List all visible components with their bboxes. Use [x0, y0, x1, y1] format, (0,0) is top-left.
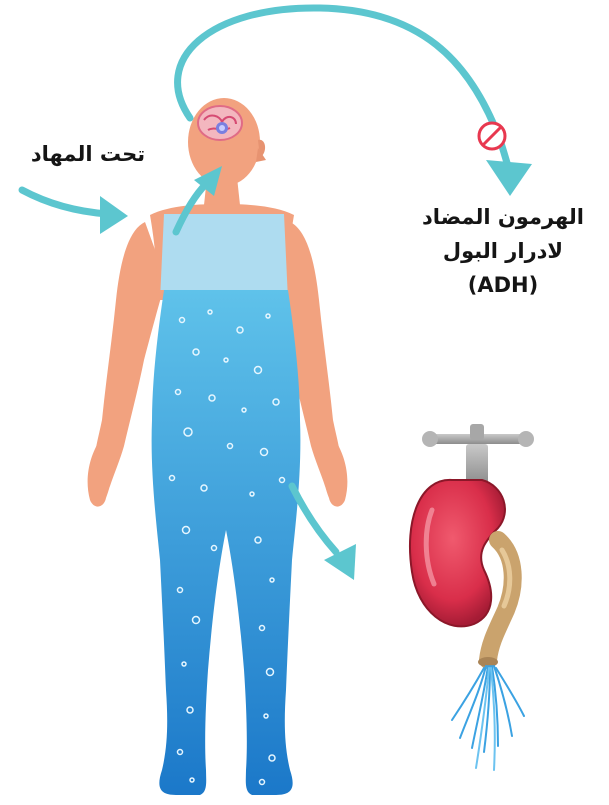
kidney-icon [410, 480, 513, 667]
water-spray [452, 666, 524, 770]
signal-arrow-head [100, 196, 128, 234]
adh-loop-arrow-head [486, 160, 532, 196]
adh-label-line3: (ADH) [400, 268, 606, 302]
adh-label-line2: لادرار البول [400, 234, 606, 268]
body-water [152, 290, 301, 795]
adh-label-line1: الهرمون المضاد [400, 200, 606, 234]
human-figure [88, 98, 348, 795]
no-entry-icon [479, 123, 505, 149]
kidney-arrow-head [324, 544, 356, 580]
adh-label: الهرمون المضاد لادرار البول (ADH) [400, 200, 606, 302]
signal-arrow [22, 190, 108, 214]
brain-icon [198, 106, 242, 140]
hypothalamus-label: تحت المهاد [8, 142, 168, 166]
faucet-icon [422, 424, 534, 484]
